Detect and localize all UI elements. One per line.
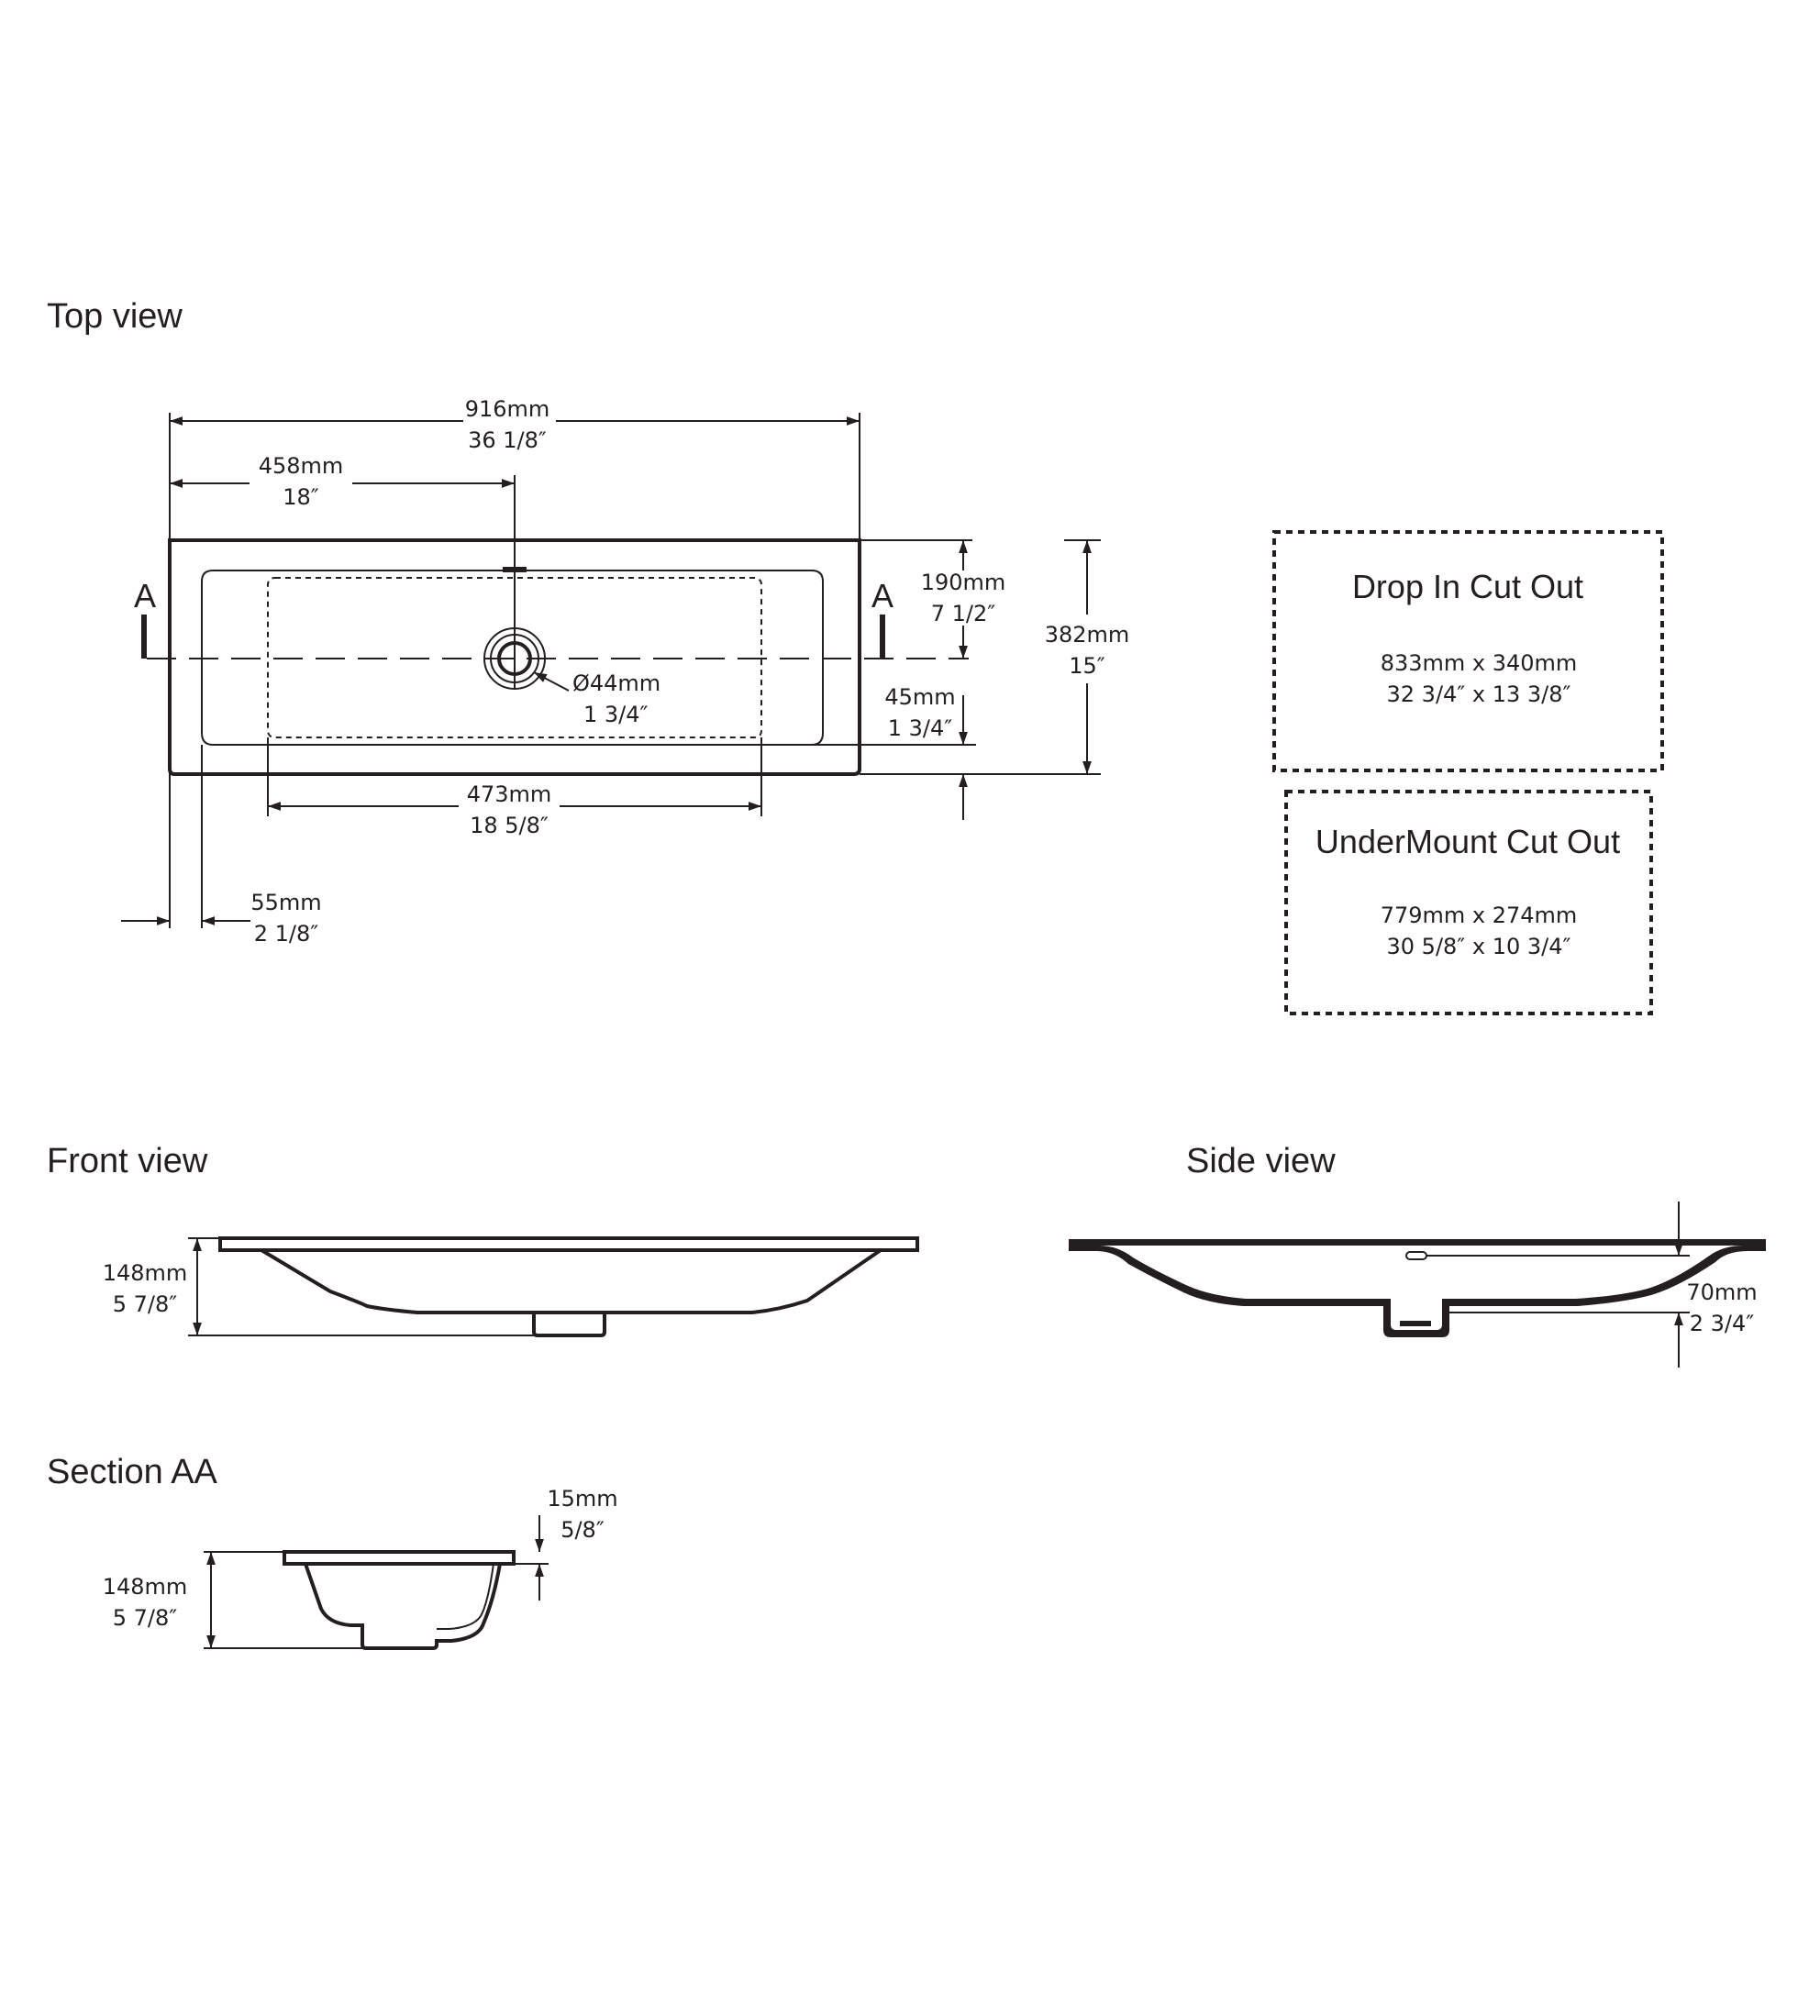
section-marker-right-bar <box>880 615 885 659</box>
front-height-in: 5 7/8″ <box>113 1291 178 1317</box>
front-view-rim <box>218 1236 919 1252</box>
depth-382-mm: 382mm <box>1045 622 1130 648</box>
front-view-drain <box>532 1313 606 1337</box>
front-view-drawing <box>218 1236 919 1337</box>
drain-diameter-mm: Ø44mm <box>572 670 660 696</box>
front-view-bowl <box>260 1248 882 1314</box>
width-916-mm: 916mm <box>465 396 550 422</box>
drop-in-in: 32 3/4″ x 13 3/8″ <box>1387 681 1571 707</box>
section-height-mm: 148mm <box>103 1574 188 1600</box>
depth-382-in: 15″ <box>1069 653 1105 679</box>
section-marker-left-bar <box>141 615 147 659</box>
drop-in-cutout-box <box>1272 530 1664 772</box>
width-458-mm: 458mm <box>259 453 344 479</box>
side-depth-in: 2 3/4″ <box>1690 1311 1755 1336</box>
bowl-width-473-in: 18 5/8″ <box>470 813 549 838</box>
bowl-width-473-mm: 473mm <box>467 781 552 807</box>
drop-in-mm: 833mm x 340mm <box>1381 650 1578 676</box>
side-depth-mm: 70mm <box>1686 1279 1757 1305</box>
top-view-heading: Top view <box>47 297 183 336</box>
side-view-heading: Side view <box>1186 1142 1336 1180</box>
section-rim-in: 5/8″ <box>560 1517 605 1543</box>
section-marker-right: A <box>871 577 893 615</box>
side-view-drawing <box>1069 1239 1766 1337</box>
undermount-mm: 779mm x 274mm <box>1381 903 1578 928</box>
bowl-outline <box>267 577 762 738</box>
undermount-title: UnderMount Cut Out <box>1315 823 1620 860</box>
section-aa-heading: Section AA <box>47 1453 218 1491</box>
section-aa-drawing <box>283 1550 516 1650</box>
front-view-heading: Front view <box>47 1142 208 1180</box>
drain-diameter-in: 1 3/4″ <box>583 702 649 727</box>
undermount-in: 30 5/8″ x 10 3/4″ <box>1387 934 1571 959</box>
drop-in-title: Drop In Cut Out <box>1352 568 1583 605</box>
section-rim <box>283 1550 516 1566</box>
offset-45-mm: 45mm <box>884 684 955 710</box>
section-height-in: 5 7/8″ <box>113 1605 178 1631</box>
undermount-cutout-box <box>1284 790 1653 1015</box>
front-height-mm: 148mm <box>103 1260 188 1286</box>
width-916-in: 36 1/8″ <box>468 427 547 453</box>
rim-55-in: 2 1/8″ <box>254 921 319 947</box>
section-bowl <box>304 1563 502 1650</box>
top-view-drawing <box>141 475 969 776</box>
rim-55-mm: 55mm <box>250 890 321 915</box>
depth-190-mm: 190mm <box>921 570 1006 595</box>
offset-45-in: 1 3/4″ <box>888 715 953 741</box>
section-rim-mm: 15mm <box>547 1486 617 1512</box>
section-marker-left: A <box>134 577 156 615</box>
width-458-in: 18″ <box>283 484 319 510</box>
depth-190-in: 7 1/2″ <box>931 601 996 626</box>
